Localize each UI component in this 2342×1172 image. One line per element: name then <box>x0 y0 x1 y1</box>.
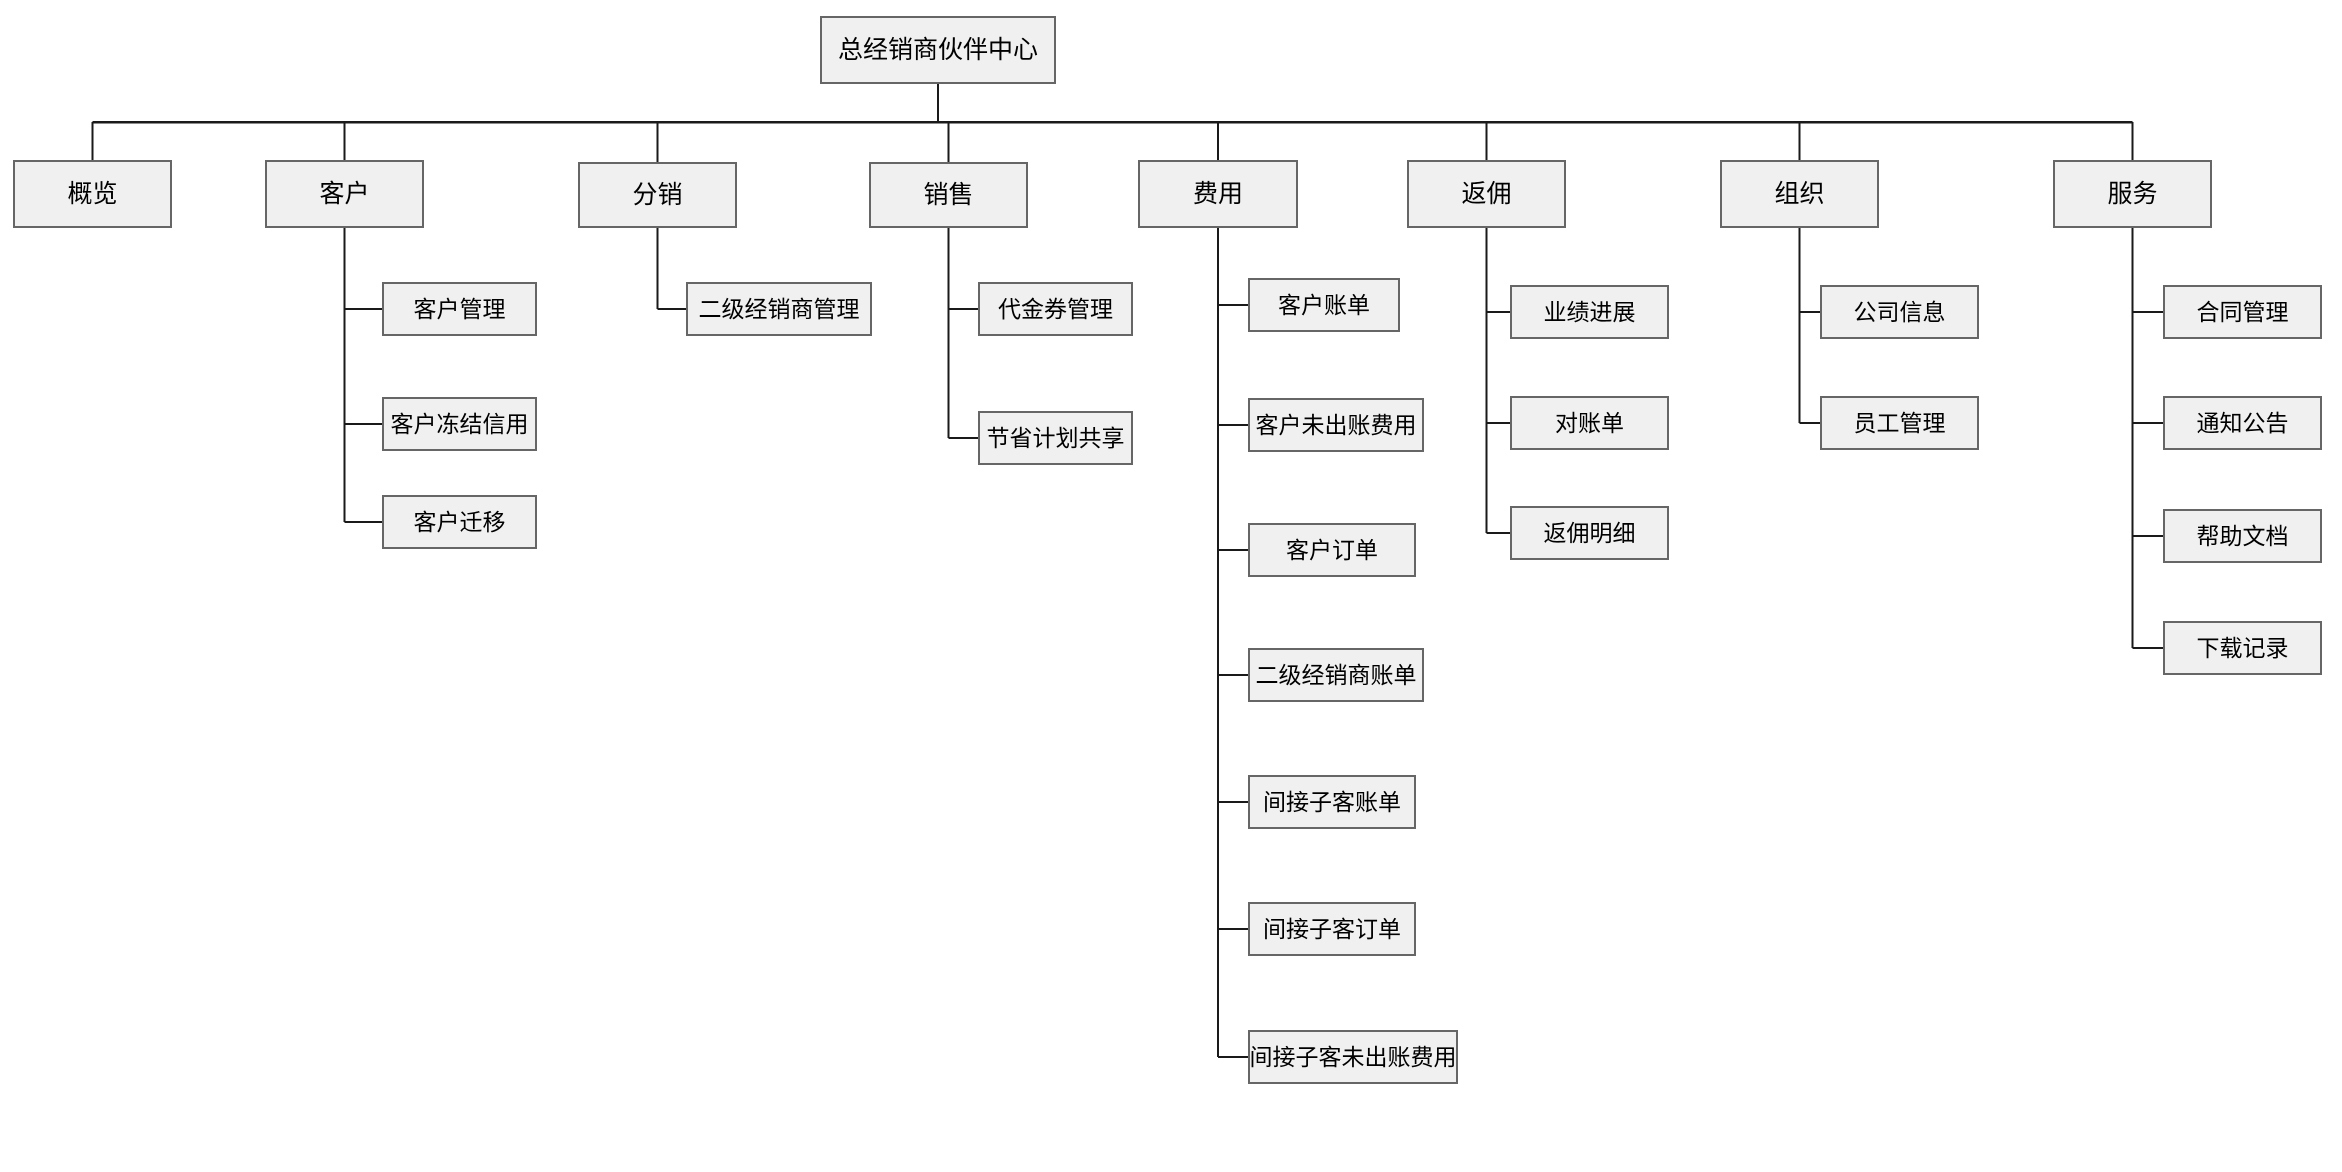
node-service-child-2-label: 帮助文档 <box>2196 522 2289 549</box>
node-fees[interactable]: 费用 <box>1138 160 1298 228</box>
node-rebate-child-0[interactable]: 业绩进展 <box>1510 285 1669 339</box>
node-customer-child-1-label: 客户冻结信用 <box>390 410 529 437</box>
node-sales-child-0[interactable]: 代金券管理 <box>978 282 1133 336</box>
node-rebate-child-2[interactable]: 返佣明细 <box>1510 506 1669 560</box>
node-fees-child-4-label: 间接子客账单 <box>1263 788 1401 815</box>
node-customer-child-2[interactable]: 客户迁移 <box>382 495 537 549</box>
node-rebate-child-1-label: 对账单 <box>1555 409 1624 436</box>
node-rebate[interactable]: 返佣 <box>1407 160 1566 228</box>
node-service-child-0-label: 合同管理 <box>2196 298 2289 325</box>
node-service-child-3[interactable]: 下载记录 <box>2163 621 2322 675</box>
node-sales[interactable]: 销售 <box>869 162 1028 228</box>
node-service-child-0[interactable]: 合同管理 <box>2163 285 2322 339</box>
node-fees-child-5[interactable]: 间接子客订单 <box>1248 902 1416 956</box>
root-node-center-label: 总经销商伙伴中心 <box>837 35 1038 64</box>
node-overview[interactable]: 概览 <box>13 160 172 228</box>
node-fees-child-3-label: 二级经销商账单 <box>1255 661 1417 688</box>
node-customer-child-0[interactable]: 客户管理 <box>382 282 537 336</box>
node-service-child-1-label: 通知公告 <box>2196 409 2289 436</box>
node-fees-label: 费用 <box>1192 179 1243 208</box>
node-customer[interactable]: 客户 <box>265 160 424 228</box>
root-node-center[interactable]: 总经销商伙伴中心 <box>820 16 1056 84</box>
node-fees-child-0[interactable]: 客户账单 <box>1248 278 1400 332</box>
node-service-child-2[interactable]: 帮助文档 <box>2163 509 2322 563</box>
node-distribution-child-0-label: 二级经销商管理 <box>698 295 860 322</box>
node-distribution[interactable]: 分销 <box>578 162 737 228</box>
node-service-label: 服务 <box>2107 179 2158 208</box>
node-organization-child-0-label: 公司信息 <box>1853 298 1946 325</box>
node-customer-child-1[interactable]: 客户冻结信用 <box>382 397 537 451</box>
node-fees-child-2[interactable]: 客户订单 <box>1248 523 1416 577</box>
node-rebate-label: 返佣 <box>1461 179 1512 208</box>
node-fees-child-1-label: 客户未出账费用 <box>1255 411 1417 438</box>
node-service-child-3-label: 下载记录 <box>2196 634 2289 661</box>
node-customer-label: 客户 <box>319 179 370 208</box>
node-overview-label: 概览 <box>67 179 118 208</box>
node-organization-label: 组织 <box>1774 179 1825 208</box>
node-fees-child-1[interactable]: 客户未出账费用 <box>1248 398 1424 452</box>
node-sales-child-1-label: 节省计划共享 <box>986 424 1125 451</box>
node-distribution-label: 分销 <box>632 180 683 209</box>
node-service[interactable]: 服务 <box>2053 160 2212 228</box>
node-customer-child-2-label: 客户迁移 <box>413 508 506 535</box>
node-sales-child-1[interactable]: 节省计划共享 <box>978 411 1133 465</box>
node-rebate-child-2-label: 返佣明细 <box>1543 519 1636 546</box>
node-rebate-child-1[interactable]: 对账单 <box>1510 396 1669 450</box>
node-service-child-1[interactable]: 通知公告 <box>2163 396 2322 450</box>
node-fees-child-2-label: 客户订单 <box>1286 536 1378 563</box>
node-organization-child-1[interactable]: 员工管理 <box>1820 396 1979 450</box>
node-organization-child-1-label: 员工管理 <box>1853 409 1946 436</box>
node-organization-child-0[interactable]: 公司信息 <box>1820 285 1979 339</box>
node-rebate-child-0-label: 业绩进展 <box>1543 298 1636 325</box>
node-fees-child-6-label: 间接子客未出账费用 <box>1249 1043 1457 1070</box>
node-organization[interactable]: 组织 <box>1720 160 1879 228</box>
node-fees-child-4[interactable]: 间接子客账单 <box>1248 775 1416 829</box>
node-customer-child-0-label: 客户管理 <box>413 295 506 322</box>
node-fees-child-3[interactable]: 二级经销商账单 <box>1248 648 1424 702</box>
node-sales-label: 销售 <box>923 180 974 209</box>
node-distribution-child-0[interactable]: 二级经销商管理 <box>686 282 872 336</box>
node-fees-child-6[interactable]: 间接子客未出账费用 <box>1248 1030 1458 1084</box>
node-fees-child-0-label: 客户账单 <box>1278 291 1370 318</box>
node-fees-child-5-label: 间接子客订单 <box>1263 915 1401 942</box>
node-sales-child-0-label: 代金券管理 <box>998 295 1113 322</box>
